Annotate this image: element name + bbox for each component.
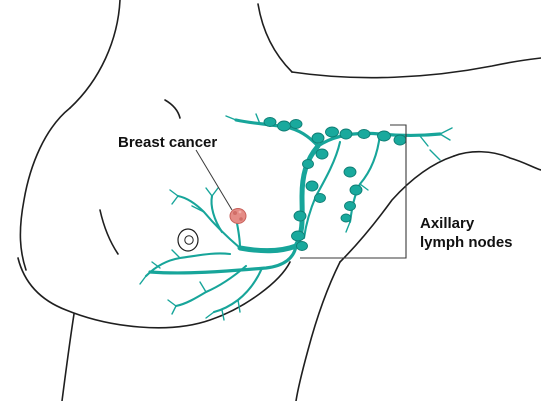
side-torso-line <box>296 262 340 401</box>
lymph-node <box>292 231 305 241</box>
lymph-node <box>306 181 318 191</box>
lymph-node <box>264 118 276 127</box>
neck-right-line <box>258 4 292 72</box>
tumor-mass <box>230 209 246 224</box>
lymph-node <box>278 121 291 131</box>
breast-cancer-tumor <box>230 209 246 224</box>
lymph-node <box>290 120 302 129</box>
lymph-node <box>340 129 352 139</box>
lymph-node <box>378 131 391 141</box>
chest-left-edge <box>20 108 70 270</box>
lymph-node <box>350 185 362 195</box>
areola <box>178 229 198 251</box>
lymph-node <box>316 149 328 159</box>
sternum-line <box>100 210 118 254</box>
shoulder-line <box>292 58 541 78</box>
lymph-node <box>358 130 370 139</box>
lymph-node <box>345 202 356 211</box>
axillary-label-line1: Axillary <box>420 215 475 232</box>
torso-outline <box>18 0 541 401</box>
arm-outer-line <box>454 152 541 170</box>
neck-left-line <box>70 0 120 108</box>
axillary-chain-high <box>236 120 318 146</box>
lymph-node <box>344 167 356 177</box>
lymph-node <box>315 194 326 203</box>
clavicle-mark <box>165 100 180 118</box>
lymph-node <box>294 211 306 221</box>
axillary-label-line2: lymph nodes <box>420 234 513 251</box>
breast-branch-bottom <box>214 268 262 312</box>
nipple <box>178 229 198 251</box>
lymph-node <box>326 127 339 137</box>
lymph-node <box>312 133 324 143</box>
breast-branch-upper <box>178 196 240 248</box>
lymph-node <box>303 160 314 169</box>
lymph-node <box>394 135 406 145</box>
tumor-leader-line <box>196 150 232 210</box>
abdomen-line <box>62 314 74 401</box>
breast-cancer-label: Breast cancer <box>118 134 217 151</box>
lymph-node <box>297 242 308 251</box>
lymph-node <box>341 214 351 222</box>
nipple-center <box>185 236 193 244</box>
